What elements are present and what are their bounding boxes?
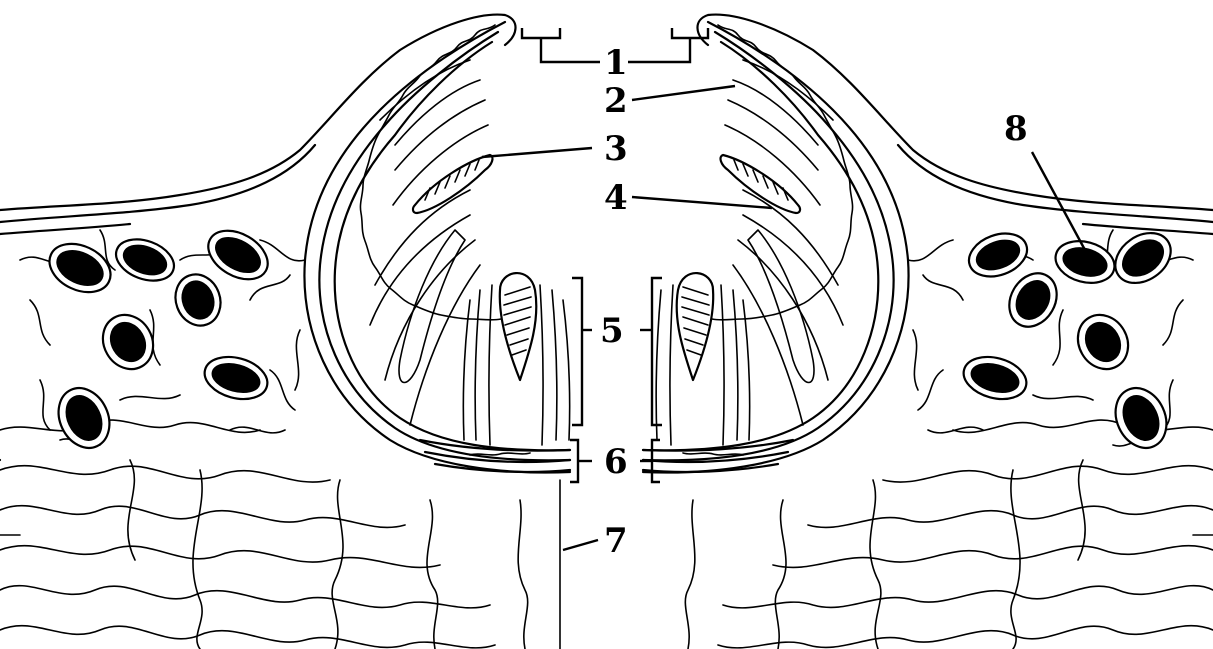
label-5: 5 — [600, 311, 624, 351]
label-7: 7 — [604, 521, 628, 561]
label-6: 6 — [604, 442, 628, 482]
label-2: 2 — [604, 81, 628, 121]
label-1: 1 — [604, 43, 628, 83]
label-3: 3 — [604, 129, 628, 169]
label-4: 4 — [604, 178, 628, 218]
label-8: 8 — [1004, 109, 1028, 149]
